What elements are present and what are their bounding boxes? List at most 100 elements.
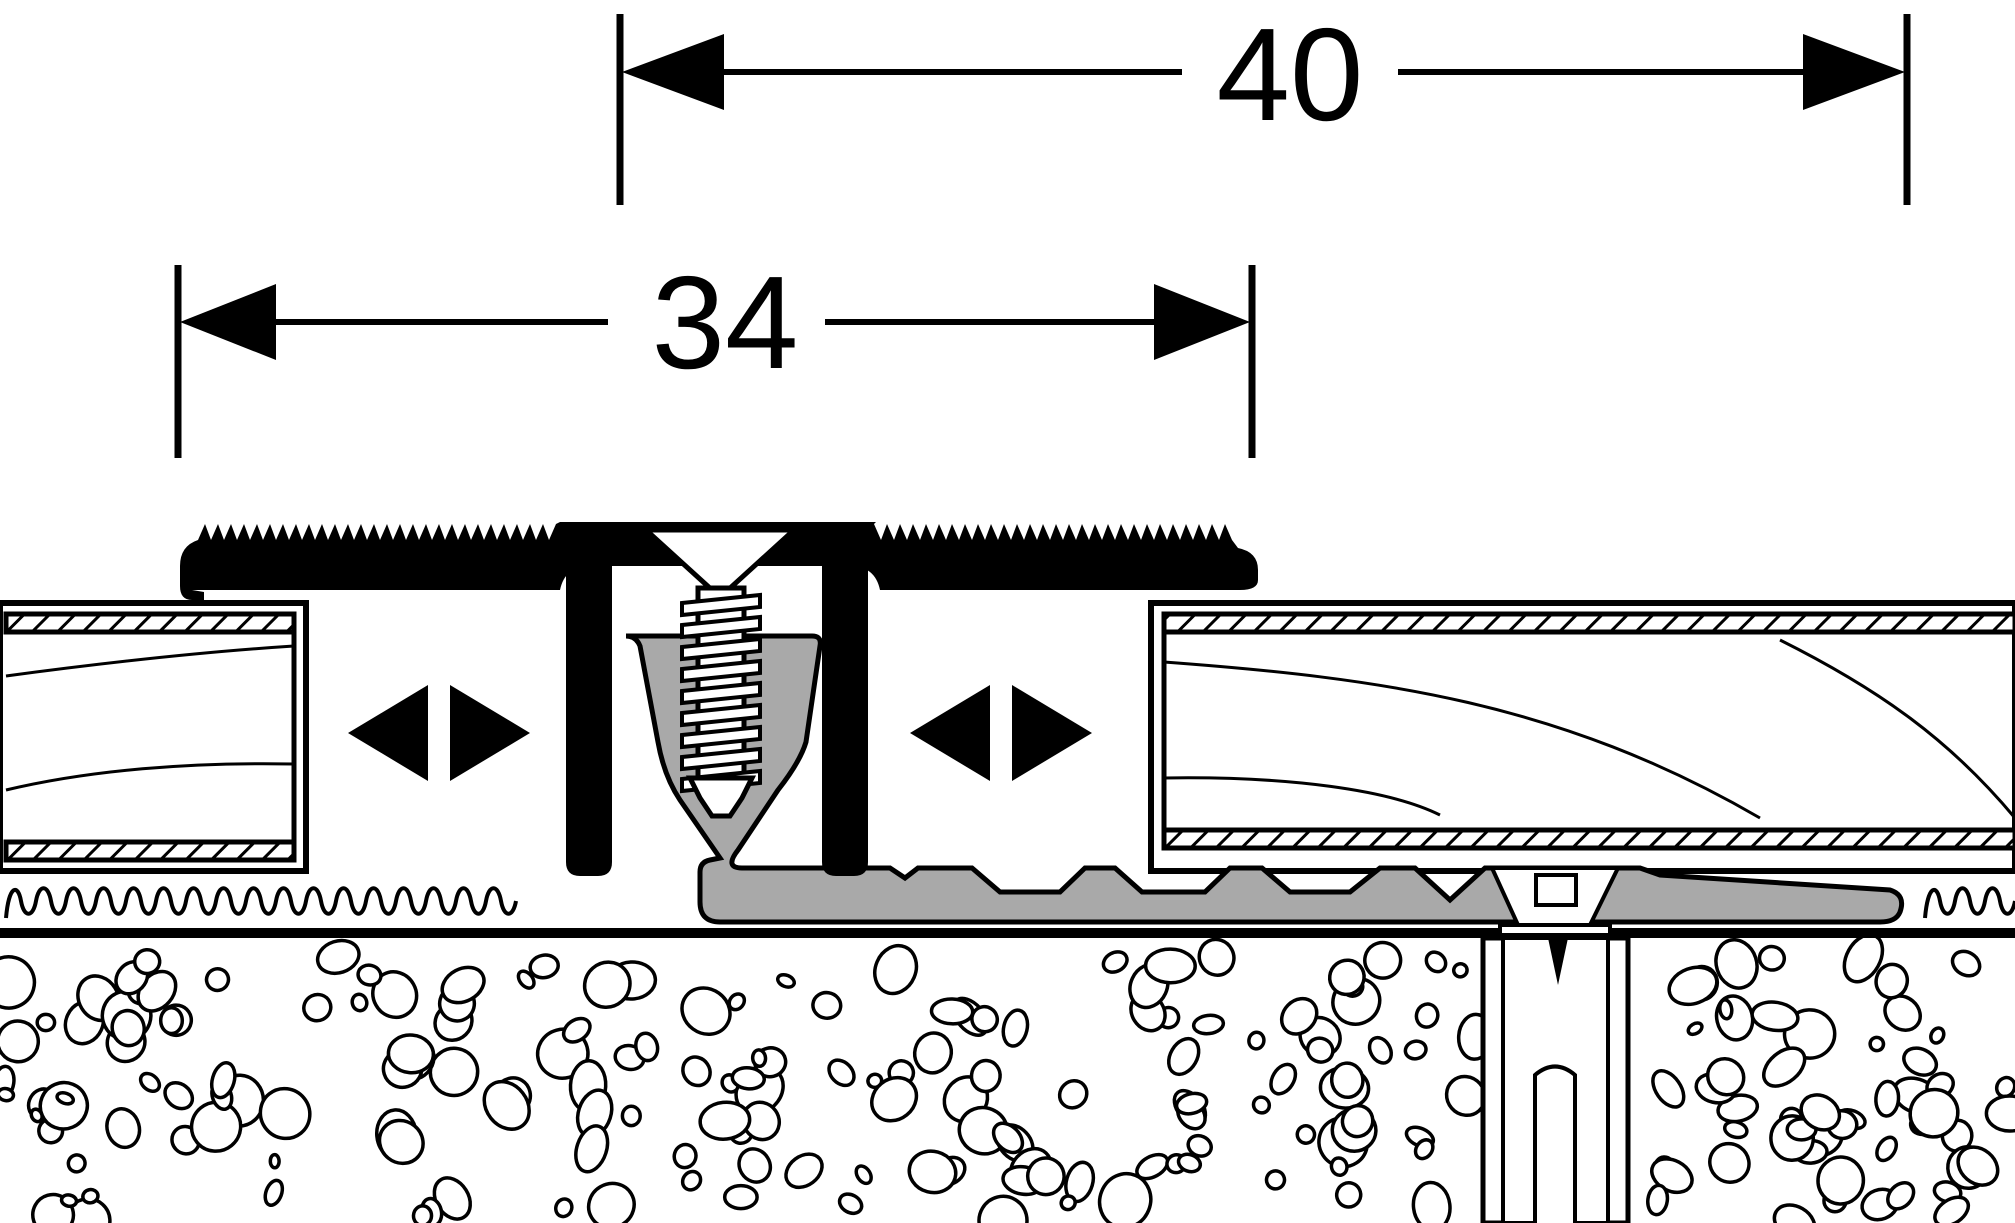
aggregate-stone xyxy=(1874,962,1910,1000)
aggregate-stone xyxy=(870,1075,919,1123)
aggregate-stone xyxy=(110,1008,146,1048)
aggregate-stone xyxy=(1057,1079,1089,1110)
aggregate-stone xyxy=(1705,1056,1746,1097)
aggregate-stone xyxy=(586,1181,636,1223)
aggregate-stone xyxy=(1950,949,1982,978)
aggregate-stone xyxy=(1001,1008,1030,1048)
aggregate-stone xyxy=(827,1058,856,1088)
aggregate-stone xyxy=(350,992,369,1013)
aggregate-stone xyxy=(1269,1062,1298,1096)
aggregate-stone xyxy=(1444,1074,1487,1118)
aggregate-stone xyxy=(672,1142,698,1170)
aggregate-stone xyxy=(681,1055,712,1088)
aggregate-stone xyxy=(1883,994,1922,1032)
aggregate-stone xyxy=(55,1091,76,1106)
aggregate-stone xyxy=(315,938,361,976)
right-panel-bottom-layer xyxy=(1161,827,2015,851)
aggregate-stone xyxy=(722,1183,759,1211)
aggregate-stone xyxy=(1772,1203,1817,1223)
aggregate-stone xyxy=(105,1107,142,1150)
aggregate-stone xyxy=(209,1061,237,1100)
aggregate-stone xyxy=(29,1107,44,1124)
aggregate-stone xyxy=(1340,1103,1375,1139)
arrowhead-40-right xyxy=(1803,34,1905,110)
aggregate-stone xyxy=(1403,1039,1428,1061)
aggregate-stone xyxy=(1059,1194,1077,1212)
aggregate-stone xyxy=(1708,1141,1751,1184)
aggregate-stone xyxy=(163,1081,195,1111)
left-panel-bottom-layer xyxy=(3,839,297,863)
right-floor-panel xyxy=(1148,600,2015,874)
aggregate-stone xyxy=(371,970,419,1020)
aggregate-stone xyxy=(977,1194,1029,1223)
aggregate-stone xyxy=(66,1153,87,1174)
aggregate-stone xyxy=(258,1086,312,1141)
aggregate-stone xyxy=(1762,1046,1807,1088)
aggregate-stone xyxy=(377,1118,425,1166)
aggregate-stone xyxy=(680,986,732,1036)
aggregate-stone xyxy=(1295,1124,1317,1145)
left-floor-panel xyxy=(0,600,309,874)
aggregate-stone xyxy=(1414,1002,1440,1029)
aggregate-stone xyxy=(873,943,919,996)
aggregate-stone xyxy=(59,1193,79,1209)
aggregate-stone xyxy=(1718,998,1734,1021)
aggregate-stone xyxy=(302,992,333,1023)
aggregate-stone xyxy=(991,1121,1025,1155)
aggregate-stone xyxy=(969,1058,1002,1094)
aggregate-stone xyxy=(1305,1036,1335,1064)
aggregate-stone xyxy=(582,960,632,1009)
arrowhead-34-left xyxy=(180,284,276,360)
aggregate-stone xyxy=(970,1004,1000,1034)
aggregate-stone xyxy=(1424,950,1448,974)
concrete-subfloor xyxy=(0,938,2015,1223)
aggregate-stone xyxy=(1799,1093,1842,1132)
dimension-34: 34 xyxy=(174,249,1256,458)
aggregate-stone xyxy=(1750,1000,1800,1033)
aggregate-stone xyxy=(1197,938,1236,977)
aggregate-stone xyxy=(1363,940,1403,980)
aggregate-stone xyxy=(1329,1156,1349,1177)
aggregate-stone xyxy=(1646,1183,1670,1217)
aggregate-stone xyxy=(263,1178,285,1207)
aggregate-stone xyxy=(482,1079,531,1131)
aggregate-stone xyxy=(620,1104,642,1128)
underlay-left xyxy=(4,886,518,919)
arrowhead-40-left xyxy=(622,34,724,110)
aggregate-stone xyxy=(680,1169,703,1192)
aggregate-stone xyxy=(750,1048,768,1069)
aggregate-stone xyxy=(1908,1087,1960,1139)
aggregate-stone xyxy=(1174,1091,1209,1116)
aggregate-stone xyxy=(554,1197,574,1219)
aggregate-stone xyxy=(907,1149,958,1195)
double-arrow-icon xyxy=(910,685,1092,781)
aggregate-stone xyxy=(1411,1180,1452,1223)
aggregate-stone xyxy=(1816,1155,1866,1206)
underlay-right xyxy=(1923,886,2015,919)
aggregate-stone xyxy=(189,1100,243,1153)
aggregate-stone xyxy=(1722,1119,1749,1140)
aggregate-stone xyxy=(1686,1021,1704,1037)
arrowhead-34-right xyxy=(1154,284,1250,360)
aggregate-stone xyxy=(528,953,560,980)
aggregate-stone xyxy=(1413,1138,1435,1161)
aggregate-stone xyxy=(268,1152,281,1170)
aggregate-stone xyxy=(81,1187,100,1205)
aggregate-stone xyxy=(1334,1181,1363,1209)
aggregate-stone xyxy=(634,1031,660,1063)
aggregate-stone xyxy=(1329,1061,1365,1100)
aggregate-stone xyxy=(1651,1069,1686,1109)
right-panel-top-layer xyxy=(1161,611,2015,635)
aggregate-stone xyxy=(574,1124,610,1174)
aggregate-stone xyxy=(158,1005,185,1036)
aggregate-stone xyxy=(1874,1079,1901,1118)
aggregate-stone xyxy=(1367,1035,1393,1065)
aggregate-stone xyxy=(929,997,975,1026)
aggregate-stone xyxy=(1279,996,1319,1036)
aggregate-stone xyxy=(1101,950,1129,974)
dimension-label-40: 40 xyxy=(1217,1,1364,148)
aggregate-stone xyxy=(1875,1135,1899,1163)
aggregate-stone xyxy=(1714,994,1755,1042)
